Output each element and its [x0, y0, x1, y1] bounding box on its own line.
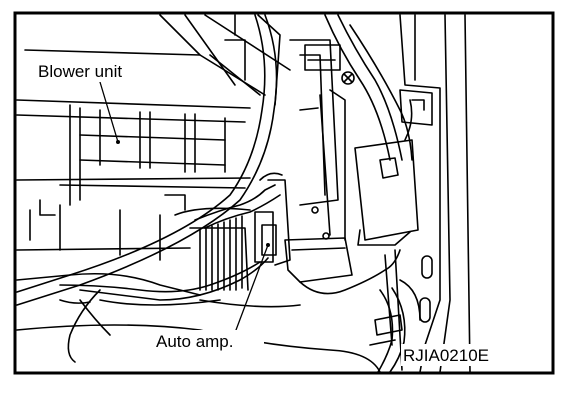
figure-frame	[13, 11, 555, 375]
lower-connector	[284, 237, 401, 295]
harness-connector-clip	[354, 99, 419, 246]
figure-code: RJIA0210E	[403, 346, 489, 365]
center-bracket	[289, 39, 355, 241]
auto-amp-connectors	[254, 172, 291, 266]
auto-amp-leader-dot	[266, 243, 270, 247]
blower-unit-label: Blower unit	[38, 62, 122, 81]
blower-unit-leader-line	[99, 81, 119, 143]
blower-unit-housing	[16, 99, 251, 306]
wire-harness	[16, 14, 281, 363]
center-harness	[324, 14, 413, 161]
lower-harness	[369, 287, 406, 373]
auto-amp-leader-line	[235, 244, 269, 331]
blower-unit-leader-dot	[116, 140, 120, 144]
auto-amp-label: Auto amp.	[156, 332, 234, 351]
